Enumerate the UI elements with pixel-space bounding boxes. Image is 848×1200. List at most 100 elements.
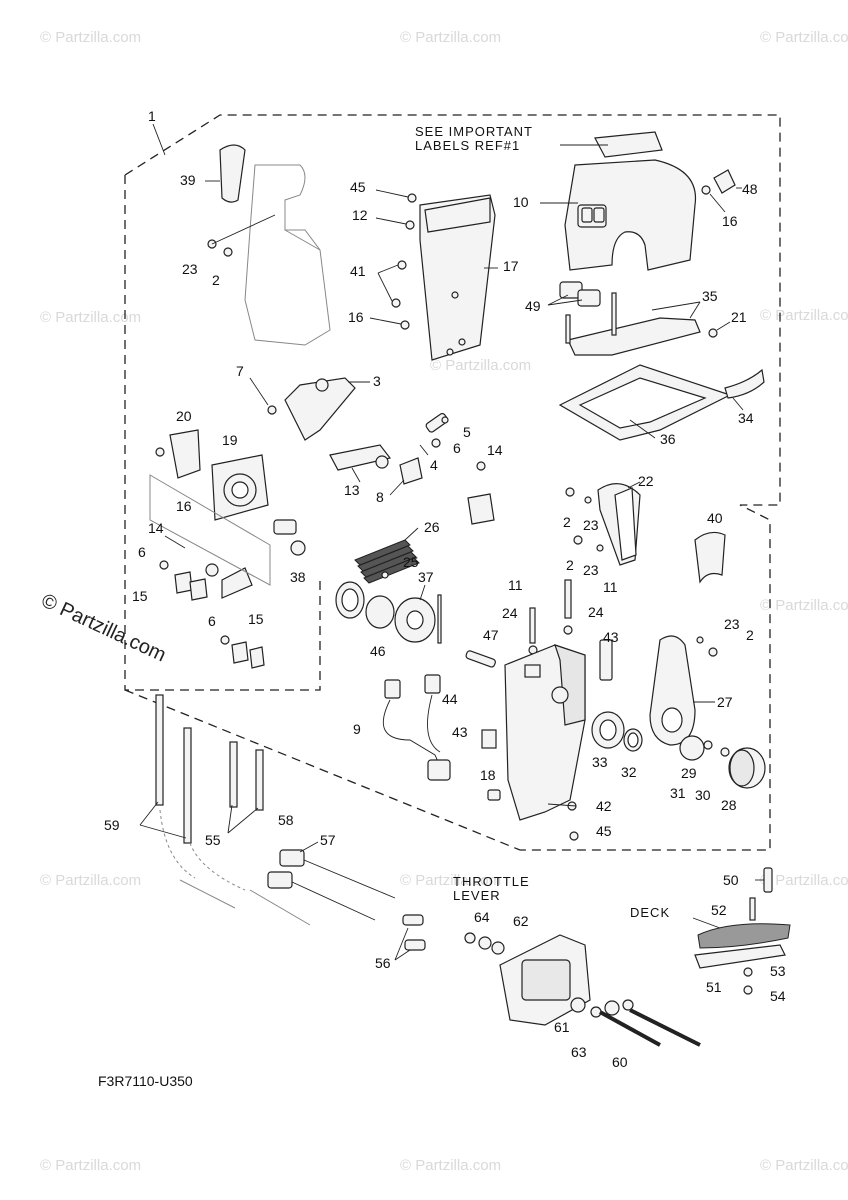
callout-63: 63: [571, 1044, 587, 1060]
important-labels-line2: LABELS REF#1: [415, 138, 520, 153]
callout-44: 44: [442, 691, 458, 707]
callout-16a: 16: [348, 309, 364, 325]
callout-6c: 6: [208, 613, 216, 629]
callout-26: 26: [424, 519, 440, 535]
callout-39: 39: [180, 172, 196, 188]
callout-64: 64: [474, 909, 490, 925]
callout-47: 47: [483, 627, 499, 643]
callout-51: 51: [706, 979, 722, 995]
callout-40: 40: [707, 510, 723, 526]
parts-28-31-knob: [679, 735, 766, 789]
important-label-plate: [560, 131, 663, 158]
callout-7: 7: [236, 363, 244, 379]
callout-24b: 24: [588, 604, 604, 620]
callout-54: 54: [770, 988, 786, 1004]
watermark: © Partzilla.com: [760, 872, 848, 889]
watermark: © Partzilla.com: [760, 307, 848, 324]
part-15-6-clips: [149, 474, 271, 669]
watermark: © Partzilla.com: [400, 29, 501, 46]
watermark: © Partzilla.com: [760, 597, 848, 614]
callout-43b: 43: [603, 629, 619, 645]
watermark-main: © Partzilla.com: [38, 590, 169, 667]
throttle-lever-assembly: [464, 932, 701, 1047]
callout-14a: 14: [487, 442, 503, 458]
callout-49: 49: [525, 298, 541, 314]
callout-23c: 23: [583, 562, 599, 578]
callout-30: 30: [695, 787, 711, 803]
part-49-buttons: [547, 281, 601, 307]
part-10-top-cover: [540, 159, 697, 271]
callout-24a: 24: [502, 605, 518, 621]
callout-57: 57: [320, 832, 336, 848]
callout-48: 48: [742, 181, 758, 197]
part-13-linkage: [329, 444, 392, 483]
assembly-boundary: [124, 114, 781, 851]
important-labels-line1: SEE IMPORTANT: [415, 124, 533, 139]
throttle-lever-line1: THROTTLE: [453, 874, 530, 889]
deck-label: DECK: [630, 905, 670, 920]
callout-17: 17: [503, 258, 519, 274]
callout-23a: 23: [182, 261, 198, 277]
part-26-plates: [354, 527, 420, 584]
watermark-layer: © Partzilla.com © Partzilla.com © Partzi…: [38, 29, 848, 1174]
part-48-knob: [701, 169, 742, 195]
cables-56-58: [159, 809, 426, 951]
part-35-brackets: [565, 292, 701, 356]
callout-36: 36: [660, 431, 676, 447]
callout-16b: 16: [722, 213, 738, 229]
part-27-lever: [649, 635, 715, 746]
callout-27: 27: [717, 694, 733, 710]
watermark: © Partzilla.com: [40, 872, 141, 889]
part-39-handle-cover: [205, 144, 246, 203]
part-9-harness: [382, 674, 451, 781]
callout-46: 46: [370, 643, 386, 659]
callout-16c: 16: [176, 498, 192, 514]
watermark: © Partzilla.com: [430, 357, 531, 374]
screws-42-45-bottom: [547, 801, 579, 841]
watermark: © Partzilla.com: [760, 1157, 848, 1174]
callout-35: 35: [702, 288, 718, 304]
callout-34: 34: [738, 410, 754, 426]
callout-45b: 45: [596, 823, 612, 839]
callout-6a: 6: [453, 440, 461, 456]
callout-labels: 1 39 23 2 45 12 41 16 17 SEE IMPORTANT L…: [98, 108, 786, 1089]
callout-11b: 11: [603, 579, 618, 595]
callout-5: 5: [463, 424, 471, 440]
callout-14b: 14: [148, 520, 164, 536]
part-11-24-springs: [437, 579, 573, 655]
part-14-screw: [467, 461, 495, 525]
callout-10: 10: [513, 194, 529, 210]
callout-15a: 15: [132, 588, 148, 604]
callout-56: 56: [375, 955, 391, 971]
callout-2a: 2: [212, 272, 220, 288]
callout-11a: 11: [508, 577, 523, 593]
callout-62: 62: [513, 913, 529, 929]
part-37-25-rings: [335, 571, 436, 643]
callout-6b: 6: [138, 544, 146, 560]
callout-23d: 23: [724, 616, 740, 632]
callout-12: 12: [352, 207, 368, 223]
part-3-bracket: [284, 377, 370, 441]
part-23-2-screws: [207, 214, 276, 257]
callout-2b: 2: [563, 514, 571, 530]
callout-45a: 45: [350, 179, 366, 195]
watermark: © Partzilla.com: [400, 1157, 501, 1174]
ghost-control-box: [244, 164, 331, 346]
callout-58: 58: [278, 812, 294, 828]
part-18-clip: [487, 789, 501, 801]
callout-55: 55: [205, 832, 221, 848]
throttle-lever-line2: LEVER: [453, 888, 501, 903]
watermark: © Partzilla.com: [40, 309, 141, 326]
callout-13: 13: [344, 482, 360, 498]
callout-25: 25: [403, 554, 419, 570]
callout-61: 61: [554, 1019, 570, 1035]
callout-23b: 23: [583, 517, 599, 533]
watermark: © Partzilla.com: [40, 1157, 141, 1174]
callout-1: 1: [148, 108, 156, 124]
screws-2-23-right: [565, 487, 718, 657]
callout-31: 31: [670, 785, 686, 801]
callout-8: 8: [376, 489, 384, 505]
part-33-32-rings: [591, 711, 643, 752]
screws-45-12-41-16: [369, 189, 417, 330]
watermark: © Partzilla.com: [760, 29, 848, 46]
